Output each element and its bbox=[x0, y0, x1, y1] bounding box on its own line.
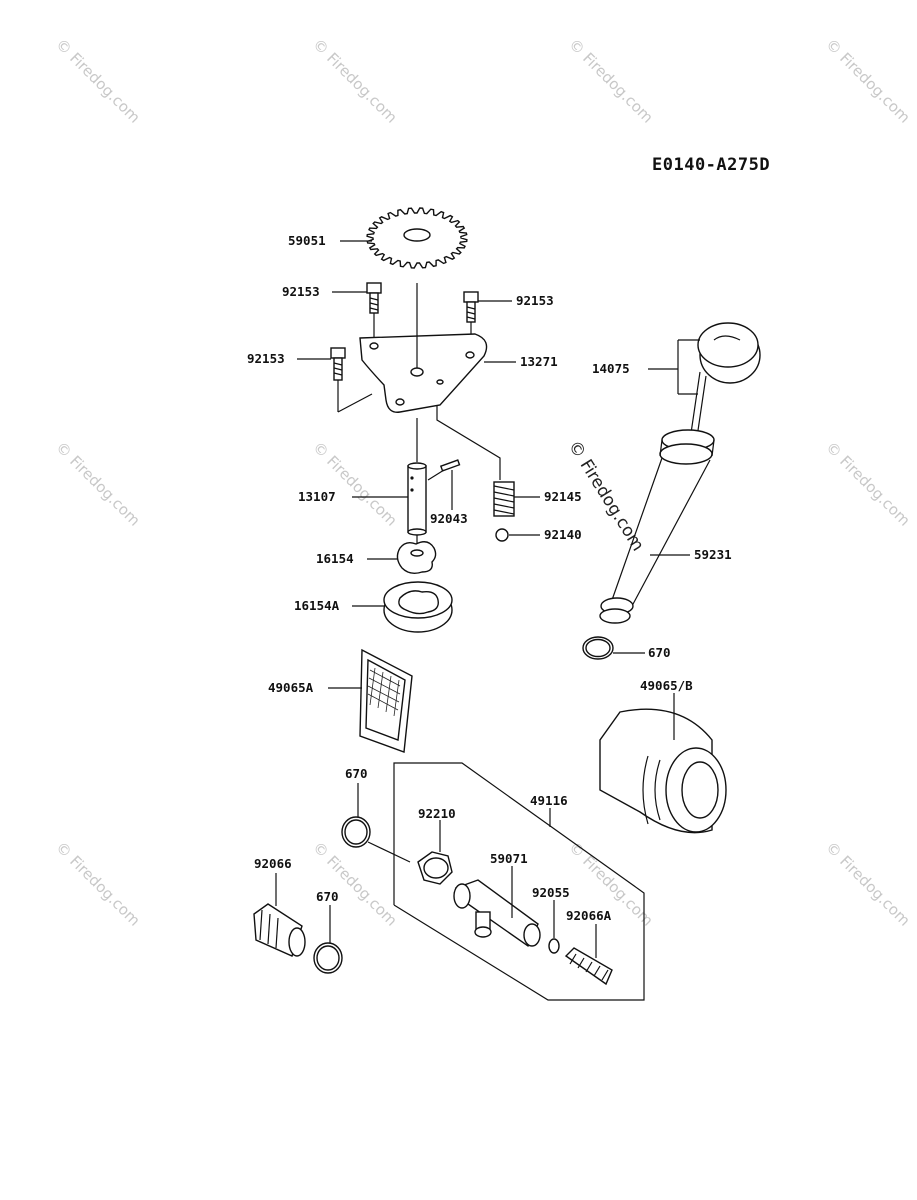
watermark: © Firedog.com bbox=[309, 838, 401, 930]
pin-92043 bbox=[427, 459, 461, 510]
bolt-92153-c bbox=[297, 347, 373, 413]
watermark: © Firedog.com bbox=[565, 35, 657, 127]
watermark: © Firedog.com bbox=[52, 438, 144, 530]
label-92066: 92066 bbox=[254, 856, 292, 871]
plug-92066A bbox=[564, 924, 613, 986]
label-49116: 49116 bbox=[530, 793, 568, 808]
label-14075: 14075 bbox=[592, 361, 630, 376]
watermark: © Firedog.com bbox=[52, 35, 144, 127]
o-ring-92055 bbox=[548, 900, 560, 954]
fitting-59071 bbox=[453, 866, 541, 948]
label-16154A: 16154A bbox=[294, 598, 340, 613]
ball-92140 bbox=[495, 528, 540, 542]
nut-92210 bbox=[417, 820, 453, 885]
label-92145: 92145 bbox=[544, 489, 582, 504]
watermark: © Firedog.com bbox=[822, 35, 914, 127]
watermark: © Firedog.com bbox=[822, 438, 914, 530]
label-13107: 13107 bbox=[298, 489, 336, 504]
o-ring-670-a bbox=[582, 636, 645, 660]
label-59071: 59071 bbox=[490, 851, 528, 866]
filler-tube-59231 bbox=[599, 429, 715, 624]
rotor-16154A bbox=[352, 581, 453, 633]
label-92210: 92210 bbox=[418, 806, 456, 821]
label-670: 670 bbox=[316, 889, 339, 904]
label-92153: 92153 bbox=[282, 284, 320, 299]
o-ring-670-c bbox=[313, 905, 343, 974]
watermark: © Firedog.com bbox=[52, 838, 144, 930]
label-92043: 92043 bbox=[430, 511, 468, 526]
label-92055: 92055 bbox=[532, 885, 570, 900]
label-59051: 59051 bbox=[288, 233, 326, 248]
shaft-13107 bbox=[352, 418, 427, 545]
plate-13271 bbox=[359, 283, 516, 413]
rotor-16154 bbox=[367, 541, 437, 575]
part-labels: 59051 92153 92153 92153 13271 14075 1310… bbox=[247, 233, 732, 923]
spring-92145 bbox=[436, 405, 540, 517]
plug-92066 bbox=[253, 873, 306, 957]
strainer-49065A bbox=[328, 648, 413, 753]
gear-59051 bbox=[340, 207, 468, 269]
dipstick-cap-14075 bbox=[648, 322, 761, 445]
label-49065A: 49065A bbox=[268, 680, 314, 695]
label-13271: 13271 bbox=[520, 354, 558, 369]
oil-filter-49065B bbox=[599, 693, 727, 834]
diagram-code: E0140-A275D bbox=[652, 155, 770, 175]
label-92153: 92153 bbox=[516, 293, 554, 308]
watermark: © Firedog.com bbox=[309, 35, 401, 127]
label-59231: 59231 bbox=[694, 547, 732, 562]
watermarks: © Firedog.com © Firedog.com © Firedog.co… bbox=[52, 35, 914, 930]
watermark: © Firedog.com bbox=[822, 838, 914, 930]
label-92066A: 92066A bbox=[566, 908, 612, 923]
assembly-bracket-49116 bbox=[393, 762, 645, 1001]
label-670: 670 bbox=[648, 645, 671, 660]
label-16154: 16154 bbox=[316, 551, 354, 566]
label-92140: 92140 bbox=[544, 527, 582, 542]
o-ring-670-b bbox=[341, 783, 411, 863]
bolt-92153-a bbox=[332, 282, 382, 344]
label-92153: 92153 bbox=[247, 351, 285, 366]
label-49065B: 49065/B bbox=[640, 678, 693, 693]
watermark: © Firedog.com bbox=[309, 438, 401, 530]
label-670: 670 bbox=[345, 766, 368, 781]
